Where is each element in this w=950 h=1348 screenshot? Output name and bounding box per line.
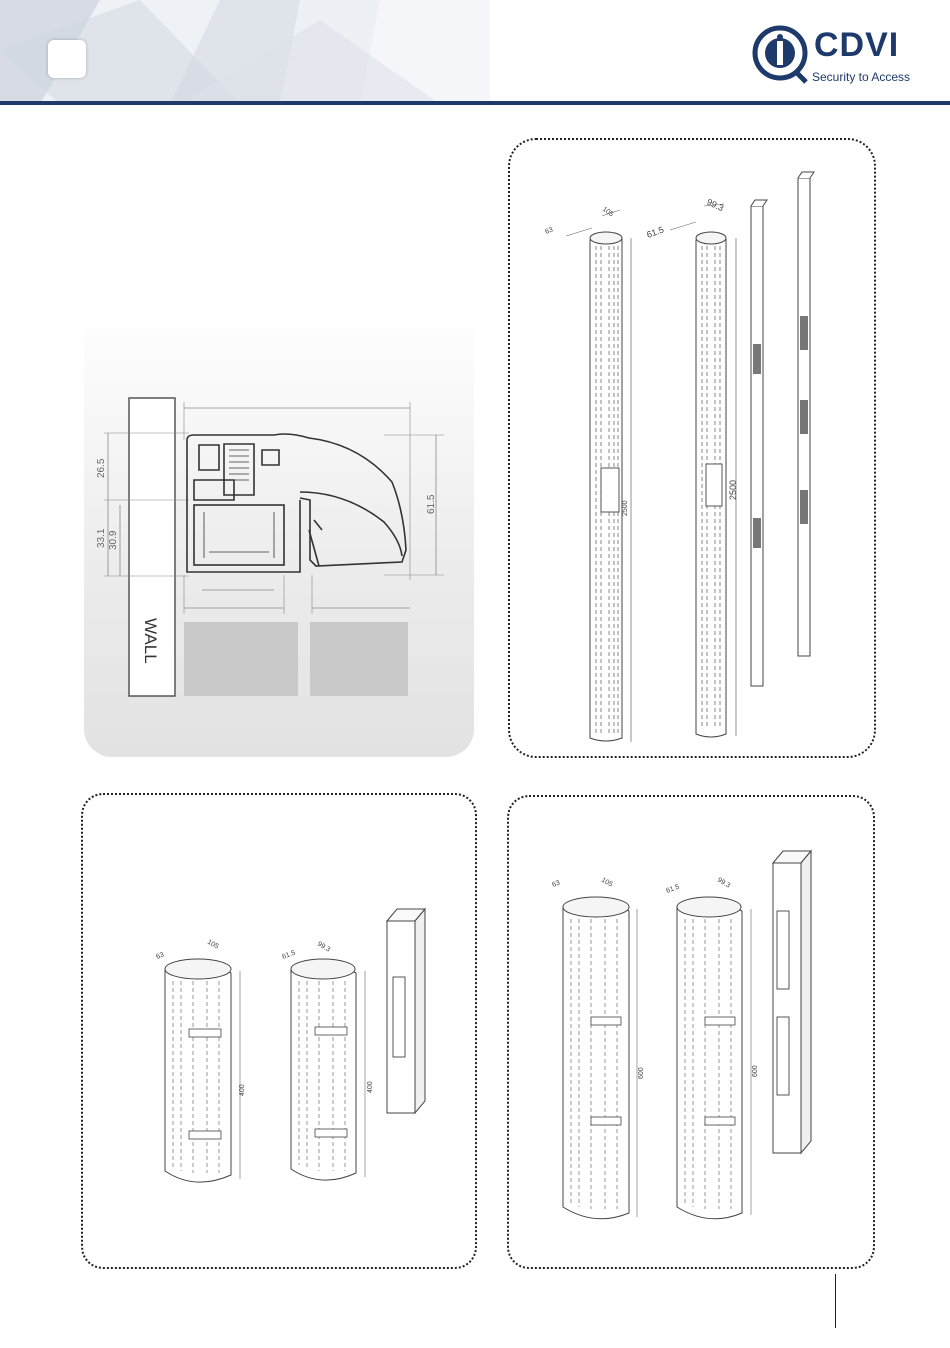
medium-a-length: 600 — [638, 1067, 645, 1079]
long-profiles-drawing: 2500 63 105 2500 61.5 99.3 — [508, 138, 872, 754]
short-b-width: 99.3 — [316, 941, 331, 954]
logo-tagline: Security to Access — [812, 70, 910, 84]
long-a-depth: 63 — [544, 227, 554, 236]
short-b-depth: 61.5 — [281, 950, 296, 961]
medium-b-length: 600 — [752, 1065, 759, 1077]
cross-section-drawing: WALL 26.5 33.1 30.9 61.5 — [84, 380, 474, 710]
short-a-depth: 63 — [155, 952, 165, 961]
short-profiles-drawing: 400 63 105 400 61.5 99.3 — [81, 793, 473, 1265]
header-rule — [0, 101, 950, 105]
medium-profiles-drawing: 600 63 105 600 61.5 99.3 — [507, 795, 871, 1265]
long-a-width: 105 — [601, 206, 615, 218]
page-side-rule — [835, 1274, 836, 1328]
long-strip-a — [751, 200, 767, 686]
wall-label: WALL — [141, 618, 160, 664]
long-profile-a: 2500 63 105 — [544, 206, 631, 742]
long-b-depth: 61.5 — [645, 224, 665, 239]
medium-profile-b: 600 61.5 99.3 — [665, 877, 759, 1219]
page-number-badge — [48, 40, 86, 78]
dim-26-5: 26.5 — [96, 458, 107, 478]
medium-profile-a: 600 63 105 — [551, 877, 645, 1219]
medium-strip — [773, 851, 811, 1153]
long-b-length: 2500 — [728, 480, 738, 500]
short-profile-a: 400 63 105 — [155, 939, 246, 1182]
short-a-length: 400 — [239, 1084, 246, 1096]
dim-61-5: 61.5 — [426, 494, 437, 514]
long-b-width: 99.3 — [705, 197, 725, 213]
medium-a-width: 105 — [600, 877, 614, 889]
long-a-length: 2500 — [622, 500, 629, 516]
profile-bolt — [229, 450, 249, 480]
dim-30-9: 30.9 — [108, 530, 119, 550]
short-a-width: 105 — [206, 939, 220, 951]
long-profile-b: 2500 61.5 99.3 — [645, 197, 738, 737]
long-strip-b — [798, 172, 814, 656]
cdvi-logo-mark-icon — [752, 25, 812, 85]
cdvi-logo: CDVI Security to Access — [752, 22, 922, 92]
medium-a-depth: 63 — [551, 880, 561, 889]
profile-outline — [187, 434, 406, 572]
logo-wordmark: CDVI — [814, 26, 899, 65]
profile-gray-block-right — [310, 622, 408, 696]
dim-33-1: 33.1 — [96, 528, 107, 548]
short-b-length: 400 — [367, 1081, 374, 1093]
short-strip — [387, 909, 425, 1113]
profile-inner-ribs — [204, 512, 274, 558]
medium-b-depth: 61.5 — [665, 884, 680, 895]
short-profile-b: 400 61.5 99.3 — [281, 941, 374, 1180]
medium-b-width: 99.3 — [716, 877, 731, 890]
profile-gray-block-left — [184, 622, 298, 696]
